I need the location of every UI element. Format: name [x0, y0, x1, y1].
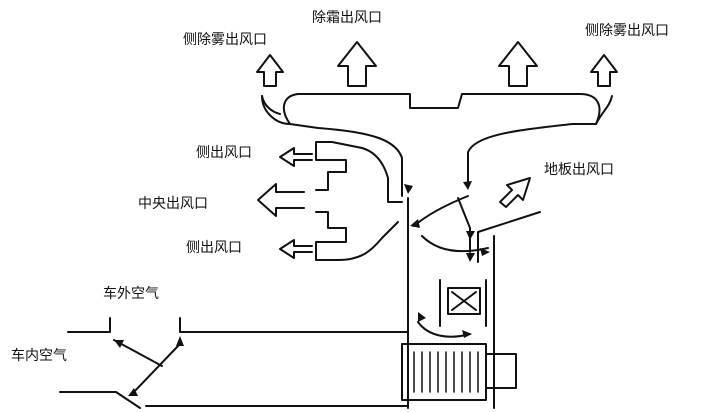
- flow-arrowhead-5: [466, 253, 475, 262]
- side-vent-top-label: 侧出风口: [196, 145, 252, 161]
- heater-core-housing: [439, 279, 487, 327]
- heater-core-cross: [451, 291, 477, 311]
- side-vent-bottom-label: 侧出风口: [186, 240, 242, 256]
- side-defog-left-label: 侧除雾出风口: [183, 32, 267, 48]
- floor-duct-wall: [477, 211, 541, 263]
- blower-motor-shaft: [485, 353, 517, 389]
- intake-door: [113, 339, 163, 367]
- blower-motor-fins: [413, 351, 479, 393]
- defrost-right-arrow: [498, 41, 538, 87]
- flow-arrowhead-4: [466, 231, 475, 240]
- flow-arrowhead-2: [463, 181, 472, 190]
- flow-arrowhead-3: [410, 219, 420, 228]
- intake-arrowhead-3: [128, 388, 138, 396]
- center-vent-arrow: [257, 183, 305, 217]
- flow-curve-upper: [457, 197, 471, 229]
- flow-arrowhead-1: [404, 184, 413, 194]
- defrost-left-arrow: [337, 41, 377, 87]
- intake-door-inner: [131, 345, 179, 395]
- flow-curve-bottom: [417, 321, 471, 338]
- side-defog-left-arrow: [256, 54, 284, 87]
- flow-arrowhead-8: [480, 248, 490, 256]
- intake-duct-bottom: [59, 391, 409, 409]
- defrost-vent-label: 除霜出风口: [312, 10, 382, 26]
- center-vent-label: 中央出风口: [138, 196, 208, 212]
- defrost-manifold-left-tip: [261, 95, 281, 115]
- side-defog-right-label: 侧除雾出风口: [585, 23, 669, 39]
- intake-duct-top: [67, 317, 409, 333]
- defrost-manifold-right-tip: [595, 95, 613, 125]
- side-defog-right-arrow: [590, 54, 618, 87]
- side-vent-bottom-arrow: [279, 239, 313, 259]
- inside-air-label: 车内空气: [11, 348, 67, 364]
- defrost-manifold-duct: [261, 93, 601, 197]
- floor-vent-arrow: [499, 177, 531, 208]
- outside-air-label: 车外空气: [103, 286, 159, 302]
- face-vent-box: [315, 141, 403, 261]
- intake-arrowhead-1: [114, 340, 124, 348]
- heater-core: [447, 287, 481, 315]
- intake-arrowhead-2: [176, 336, 184, 346]
- side-vent-top-arrow: [279, 147, 313, 167]
- flow-arrowhead-6: [418, 312, 426, 322]
- floor-vent-label: 地板出风口: [544, 162, 614, 178]
- flow-arrowhead-7: [462, 330, 472, 338]
